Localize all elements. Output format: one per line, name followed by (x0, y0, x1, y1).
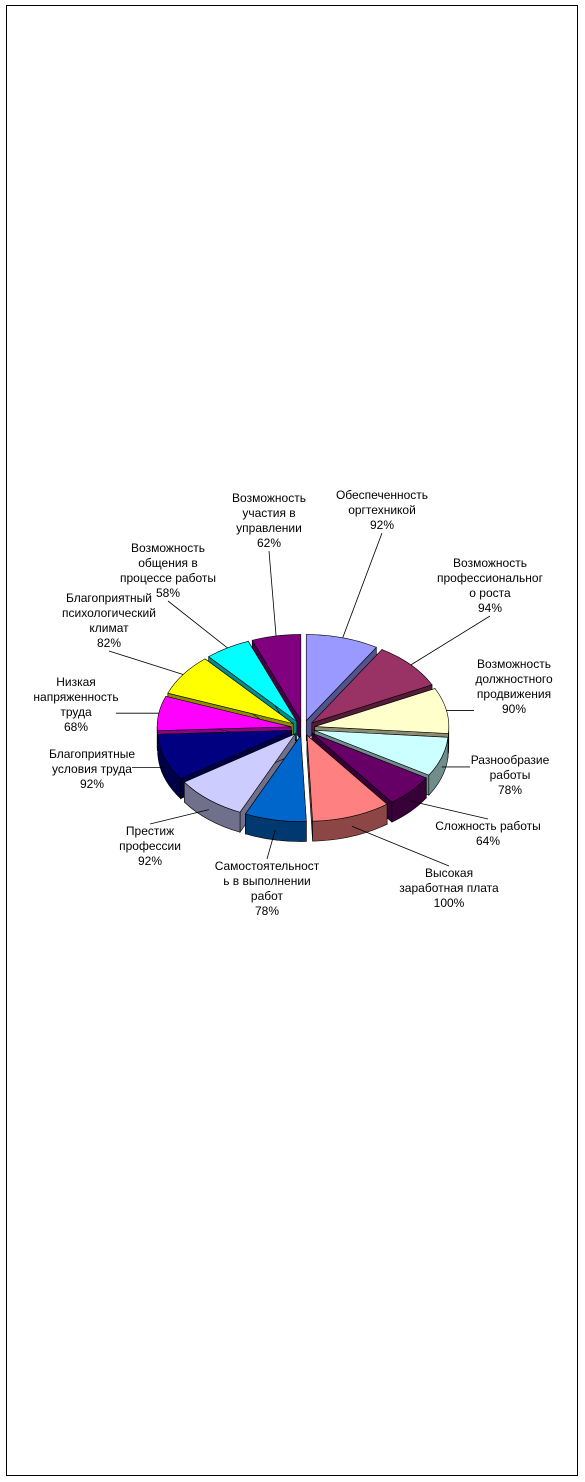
data-label-value: 78% (498, 783, 522, 797)
leader-lines-layer (108, 532, 491, 867)
data-label-line: продвижения (477, 687, 551, 701)
data-label-value: 82% (97, 636, 121, 650)
data-label-line: Благоприятные (49, 747, 135, 761)
data-label-value: 78% (255, 904, 279, 918)
data-label-value: 92% (138, 854, 162, 868)
data-label-value: 58% (156, 586, 180, 600)
data-label-line: оргтехникой (348, 503, 416, 517)
data-label-line: Возможность (477, 657, 551, 671)
slice-11-top (167, 658, 294, 724)
slice-8-top (183, 733, 297, 813)
data-label-value: 94% (478, 601, 502, 615)
data-label-line: ь в выполнении (223, 874, 311, 888)
data-label-line: Низкая (56, 675, 96, 689)
data-label-line: профессиональног (437, 571, 544, 585)
slice-9-top (157, 730, 292, 780)
data-label-line: Благоприятный (66, 591, 152, 605)
leader-line-12 (167, 600, 228, 649)
data-label-value: 64% (476, 834, 500, 848)
data-label-line: климат (89, 621, 129, 635)
data-label-line: заработная плата (399, 881, 499, 895)
leader-line-7 (266, 829, 276, 860)
data-label-line: участия в (242, 506, 295, 520)
leader-line-6 (351, 825, 450, 867)
leader-line-8 (149, 809, 210, 825)
data-label-line: психологический (62, 606, 156, 620)
data-label-value: 90% (502, 702, 526, 716)
leader-line-5 (410, 800, 489, 820)
data-label-value: 92% (80, 777, 104, 791)
data-label-value: 100% (434, 896, 465, 910)
slice-sides-layer (156, 634, 450, 842)
data-label-line: условия труда (52, 762, 132, 776)
data-label-line: Обеспеченность (336, 488, 428, 502)
data-label-line: Возможность (232, 491, 306, 505)
slice-7 (244, 734, 307, 842)
slice-12-top (208, 640, 298, 722)
data-label-line: работ (251, 889, 284, 903)
data-label-value: 92% (370, 518, 394, 532)
slice-1-top (305, 634, 377, 722)
leader-line-2 (410, 615, 491, 666)
data-label-line: Возможность (453, 556, 527, 570)
data-label-line: профессии (119, 839, 181, 853)
data-label-line: Самостоятельност (215, 859, 320, 873)
data-label-value: 68% (64, 720, 88, 734)
data-label-line: Престиж (126, 824, 174, 838)
data-label-line: труда (60, 705, 92, 719)
data-label-line: должностного (475, 672, 553, 686)
data-label-value: 62% (257, 536, 281, 550)
data-label-line: Разнообразие (471, 753, 550, 767)
data-label-line: напряженность (33, 690, 118, 704)
leader-line-13 (268, 550, 277, 636)
slice-4-top (314, 730, 449, 776)
slice-6-top (306, 734, 388, 822)
data-label-line: Высокая (425, 866, 473, 880)
slice-6 (306, 734, 388, 842)
data-label-line: процессе работы (120, 571, 216, 585)
data-label-line: работы (490, 768, 531, 782)
data-label-line: Сложность работы (435, 819, 541, 833)
slice-7-top (244, 734, 307, 822)
data-label-line: Возможность (131, 541, 205, 555)
leader-line-1 (342, 532, 383, 638)
data-label-line: о роста (469, 586, 511, 600)
slice-13-top (251, 634, 302, 722)
leader-line-11 (108, 650, 184, 675)
data-label-line: общения в (138, 556, 198, 570)
slice-5-top (311, 732, 427, 803)
data-label-line: управлении (236, 521, 302, 535)
